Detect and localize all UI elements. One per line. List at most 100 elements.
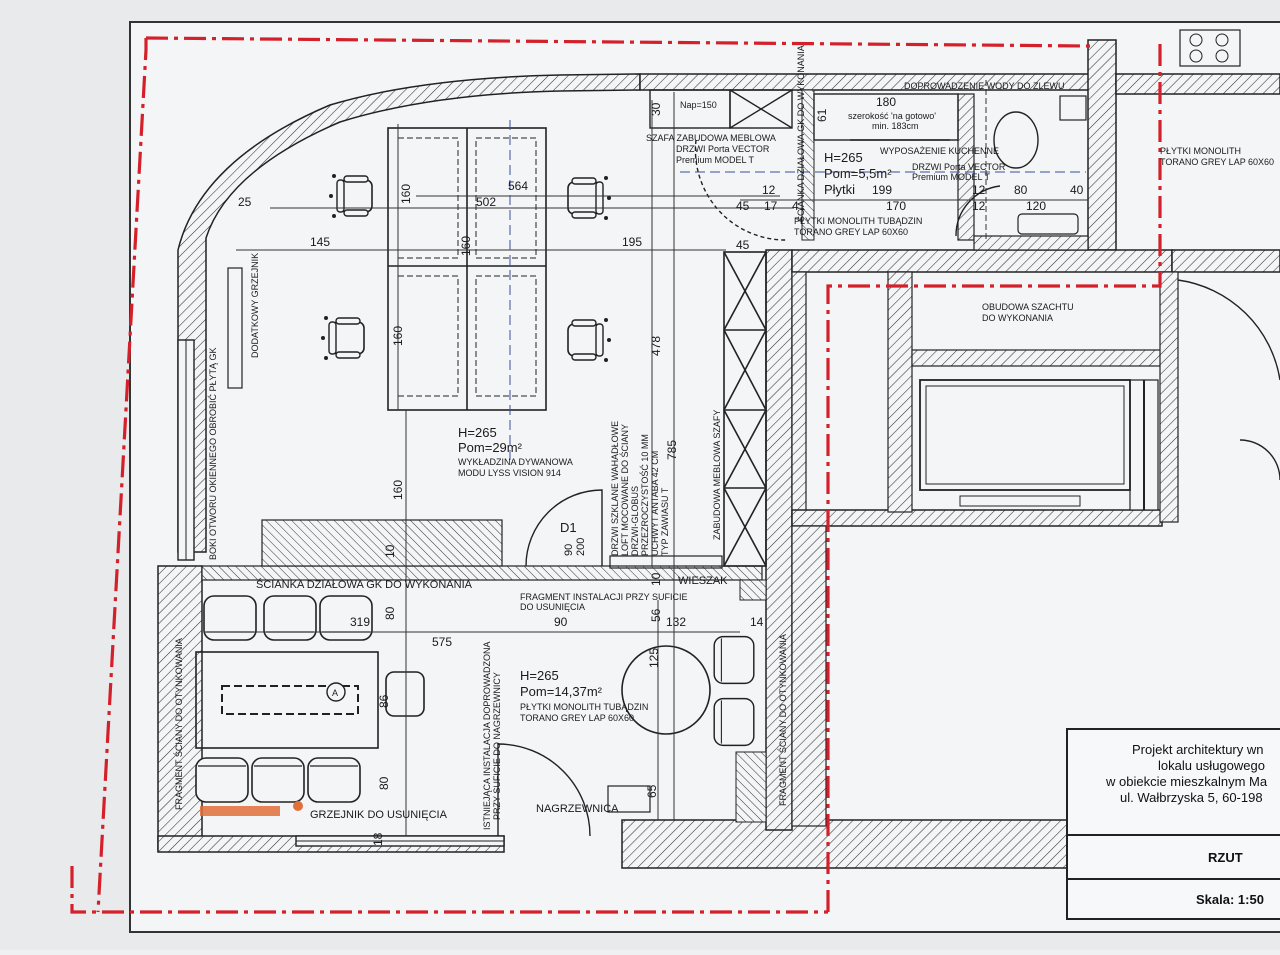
radiator-icon	[227, 267, 243, 389]
dim-56: 56	[649, 608, 663, 622]
wall-plaster-right: FRAGMENT ŚCIANY DO OTYNKOWANIA	[777, 634, 788, 806]
meeting-tiles-2: TORANO GREY LAP 60X60	[520, 713, 634, 723]
window-icon	[1129, 379, 1159, 511]
top-wardrobe	[649, 89, 793, 129]
kitchen-floor: Płytki	[824, 182, 855, 197]
meeting-seats-top	[203, 595, 373, 641]
water-heater	[607, 785, 651, 813]
dim-12a: 12	[762, 183, 776, 197]
radiator-valve	[293, 801, 303, 811]
dim-45b: 45	[736, 238, 750, 252]
kitchen-wall-note: ŚCIANKA DZIAŁOWA GK DO WYKONANIA	[795, 45, 806, 222]
dim-195: 195	[622, 235, 642, 249]
dim-61: 61	[815, 108, 829, 122]
dim-160b: 160	[391, 326, 405, 346]
dimension-lines	[204, 80, 1088, 836]
project-line-3: w obiekcie mieszkalnym Ma	[1106, 774, 1268, 789]
glass-door-note-5: UCHWYT ANTABA 42 CM	[650, 451, 660, 556]
dim-12b: 12	[972, 183, 986, 197]
kitchen-height: H=265	[824, 150, 863, 165]
bath-tiles-1: PŁYTKI MONOLITH	[1160, 146, 1241, 156]
bath-tiles-2: TORANO GREY LAP 60X60	[1160, 157, 1274, 167]
label-top-left: Nap=150	[680, 100, 717, 110]
shaft-note-1: OBUDOWA SZACHTU	[982, 302, 1074, 312]
kitchen-area: Pom=5,5m²	[824, 166, 892, 181]
dim-41: 41	[792, 199, 806, 213]
project-description: Projekt architektury wn lokalu usługoweg…	[1068, 730, 1280, 836]
dim-120: 120	[1026, 199, 1046, 213]
glass-door-note-3: DRZWI-GLOBUS	[630, 486, 640, 556]
dim-478: 478	[649, 336, 663, 356]
dim-10b: 10	[649, 572, 663, 586]
dim-170: 170	[886, 199, 906, 213]
dim-575: 575	[432, 635, 452, 649]
stove-icon	[1179, 29, 1241, 67]
boundary-line	[70, 36, 1162, 914]
radiator-remove-note: GRZEJNIK DO USUNIĘCIA	[310, 809, 448, 821]
door-size-2: 200	[575, 538, 587, 556]
kitchen-equipment: WYPOSAŻENIE KUCHENNE	[880, 146, 999, 156]
wardrobe-note-1: SZAFA ZABUDOWA MEBLOWA	[646, 133, 776, 143]
round-table	[621, 645, 711, 735]
glass-door-note-2: LOFT MOCOWANE DO ŚCIANY	[619, 424, 630, 556]
dim-80b: 80	[383, 606, 397, 620]
table-mark-label: A	[332, 688, 338, 698]
dim-30: 30	[649, 102, 663, 116]
office-area: Pom=29m²	[458, 440, 523, 455]
dim-502: 502	[476, 195, 496, 209]
scale-label: Skala: 1:50	[1196, 892, 1264, 907]
office-chair-icon	[385, 671, 425, 717]
title-block: Projekt architektury wn lokalu usługoweg…	[1066, 728, 1280, 920]
dim-160c: 160	[391, 480, 405, 500]
dim-90: 90	[554, 615, 568, 629]
door-mark: D1	[560, 520, 577, 535]
dim-80a: 80	[1014, 183, 1028, 197]
sink-icon	[1017, 213, 1079, 235]
dim-14: 14	[750, 615, 764, 629]
dim-80c: 80	[377, 776, 391, 790]
extra-radiator-note: DODATKOWY GRZEJNIK	[250, 253, 260, 358]
kitchen-door-2: Premium MODEL T	[912, 172, 991, 182]
ceiling-fragment-1: FRAGMENT INSTALACJI PRZY SUFICIE	[520, 592, 688, 602]
shaft-note-2: DO WYKONANIA	[982, 313, 1053, 323]
meeting-table	[195, 651, 379, 749]
meeting-tiles-1: PŁYTKI MONOLITH TUBĄDZIN	[520, 702, 648, 712]
window-icon	[177, 339, 195, 561]
glass-door-note-6: TYP ZAWIASU T	[660, 487, 670, 556]
dim-180: 180	[876, 95, 896, 109]
table-mark	[326, 682, 346, 702]
wardrobe-note-2: DRZWI Porta VECTOR	[676, 144, 770, 154]
shaft-unit	[919, 379, 1131, 491]
dim-145: 145	[310, 235, 330, 249]
dim-40: 40	[1070, 183, 1084, 197]
dim-45a: 45	[736, 199, 750, 213]
built-in-wardrobe	[723, 251, 767, 567]
dim-160d: 160	[459, 236, 473, 256]
toilet-icon	[993, 95, 1087, 169]
kitchen-tiles-1: PŁYTKI MONOLITH TUBĄDZIN	[794, 216, 922, 226]
existing-install-1: ISTNIEJĄCA INSTALACJA DOPROWADZONA	[482, 641, 492, 830]
dim-86: 86	[377, 694, 391, 708]
project-line-2: lokalu usługowego	[1158, 758, 1265, 773]
dim-12c: 12	[972, 199, 986, 213]
built-in-wardrobe-note: ZABUDOWA MEBLOWA SZAFY	[712, 410, 722, 540]
water-heater-note: NAGRZEWNICA	[536, 803, 619, 815]
radiator-icon	[200, 806, 280, 816]
project-line-4: ul. Wałbrzyska 5, 60-198	[1120, 790, 1263, 805]
dim-25: 25	[238, 195, 252, 209]
door-swing-icon	[497, 139, 1280, 837]
ceiling-fragment-2: DO USUNIĘCIA	[520, 602, 585, 612]
dim-17: 17	[764, 199, 778, 213]
project-line-1: Projekt architektury wn	[1132, 742, 1264, 757]
wardrobe-note-3: Premium MODEL T	[676, 155, 755, 165]
width-note-1: szerokość 'na gotowo'	[848, 111, 936, 121]
hanger-note: WIESZAK	[678, 575, 728, 587]
view-name: RZUT	[1068, 836, 1280, 880]
dim-132: 132	[666, 615, 686, 629]
dim-18: 18	[371, 832, 385, 846]
meeting-height: H=265	[520, 668, 559, 683]
kitchen-counter	[813, 93, 959, 141]
glass-door-note-4: PRZEZROCZYSTOŚĆ 10 MM	[639, 434, 650, 556]
